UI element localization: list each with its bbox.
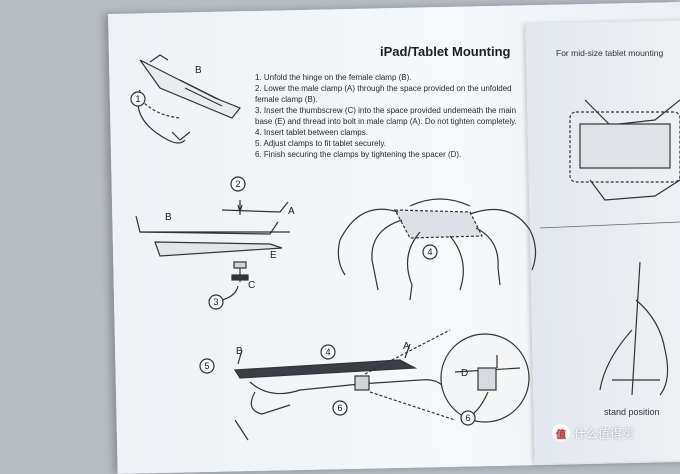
label-a-fig4: A [403,341,410,352]
figure-detail-zoom [364,329,530,426]
label-a-fig2: A [288,206,295,217]
instruction-step: 1. Unfold the hinge on the female clamp … [255,73,412,82]
figure-mid-size-mount [569,99,680,201]
step-number-4-spider: 4 [427,247,432,257]
label-b-fig1: B [195,65,202,76]
label-e-fig2: E [270,250,277,261]
instruction-list: 1. Unfold the hinge on the female clamp … [255,72,535,160]
instruction-step: 4. Insert tablet between clamps. [255,128,368,137]
page-title: iPad/Tablet Mounting [380,44,511,59]
stand-position-caption: stand position [604,407,660,417]
step-number-2: 2 [235,179,240,189]
instruction-step: 6. Finish securing the clamps by tighten… [255,150,462,159]
instruction-step: 5. Adjust clamps to fit tablet securely. [255,139,387,148]
step-number-3: 3 [213,297,218,307]
instruction-step: 3. Insert the thumbscrew (C) into the sp… [255,106,517,126]
illustrations: B B A E C B A D 1 2 3 4 4 5 6 6 [130,54,680,441]
instruction-step: 2. Lower the male clamp (A) through the … [255,84,512,104]
figure-stand-position [539,221,680,396]
watermark-logo-icon: 值 [552,424,570,442]
label-d-detail: D [461,368,468,379]
label-b-fig2: B [165,212,172,223]
figure-assembled-tablet [199,343,446,441]
step-number-1: 1 [135,94,140,104]
label-b-fig4: B [236,346,243,357]
figure-spider-mount [337,198,537,301]
right-panel-title: For mid-size tablet mounting [556,48,664,58]
step-number-6: 6 [337,403,342,413]
figure-exploded-clamp [135,176,290,310]
label-c-fig2: C [248,280,255,291]
step-number-5: 5 [204,361,209,371]
watermark: 值 什么值得买 [552,424,634,442]
step-number-4-tablet: 4 [325,347,330,357]
step-number-6-detail: 6 [465,413,470,423]
watermark-text: 什么值得买 [574,426,635,441]
figure-unfold-hinge [130,54,241,144]
